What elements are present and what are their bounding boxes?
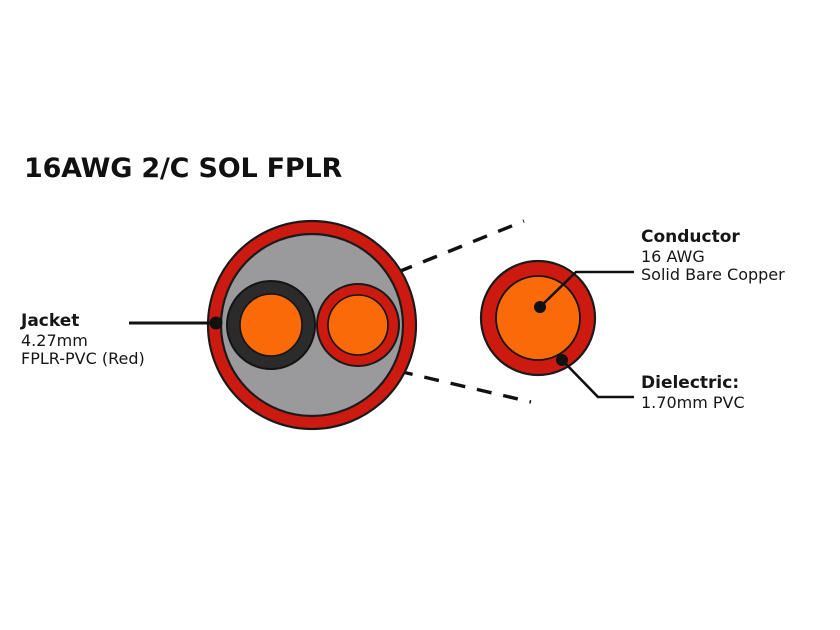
jacket-leader-dot — [209, 316, 223, 330]
callout-jacket-line2: FPLR-PVC (Red) — [21, 349, 145, 369]
leader-lines — [129, 270, 634, 399]
black-insulated-conductor — [226, 280, 316, 370]
callout-dielectric: Dielectric: 1.70mm PVC — [641, 373, 745, 412]
page-title: 16AWG 2/C SOL FPLR — [24, 153, 343, 184]
callout-dielectric-heading: Dielectric: — [641, 373, 740, 393]
dielectric-leader-line — [561, 359, 634, 399]
callout-conductor-line1: 16 AWG — [641, 246, 705, 266]
conductor-leader-dot — [534, 301, 546, 313]
main-cable-group — [206, 219, 418, 431]
callout-jacket: Jacket 4.27mm FPLR-PVC (Red) — [21, 311, 145, 369]
upper-zoom-link — [397, 219, 525, 274]
lower-zoom-link — [397, 369, 532, 404]
callout-jacket-heading: Jacket — [21, 311, 80, 331]
red-insulated-conductor — [316, 283, 400, 367]
callout-dielectric-line1: 1.70mm PVC — [641, 392, 745, 412]
copper-core-left — [239, 293, 303, 357]
callout-conductor-heading: Conductor — [641, 227, 740, 247]
copper-core-right — [327, 294, 389, 356]
callout-jacket-line1: 4.27mm — [21, 330, 88, 350]
callout-conductor-line2: Solid Bare Copper — [641, 265, 785, 285]
callout-conductor: Conductor 16 AWG Solid Bare Copper — [641, 227, 785, 285]
dashed-zoom-links — [397, 219, 532, 404]
conductor-leader-line — [539, 270, 634, 308]
conductor-detail-group — [479, 259, 597, 377]
detail-copper-core — [495, 275, 581, 361]
dielectric-leader-dot — [556, 354, 568, 366]
